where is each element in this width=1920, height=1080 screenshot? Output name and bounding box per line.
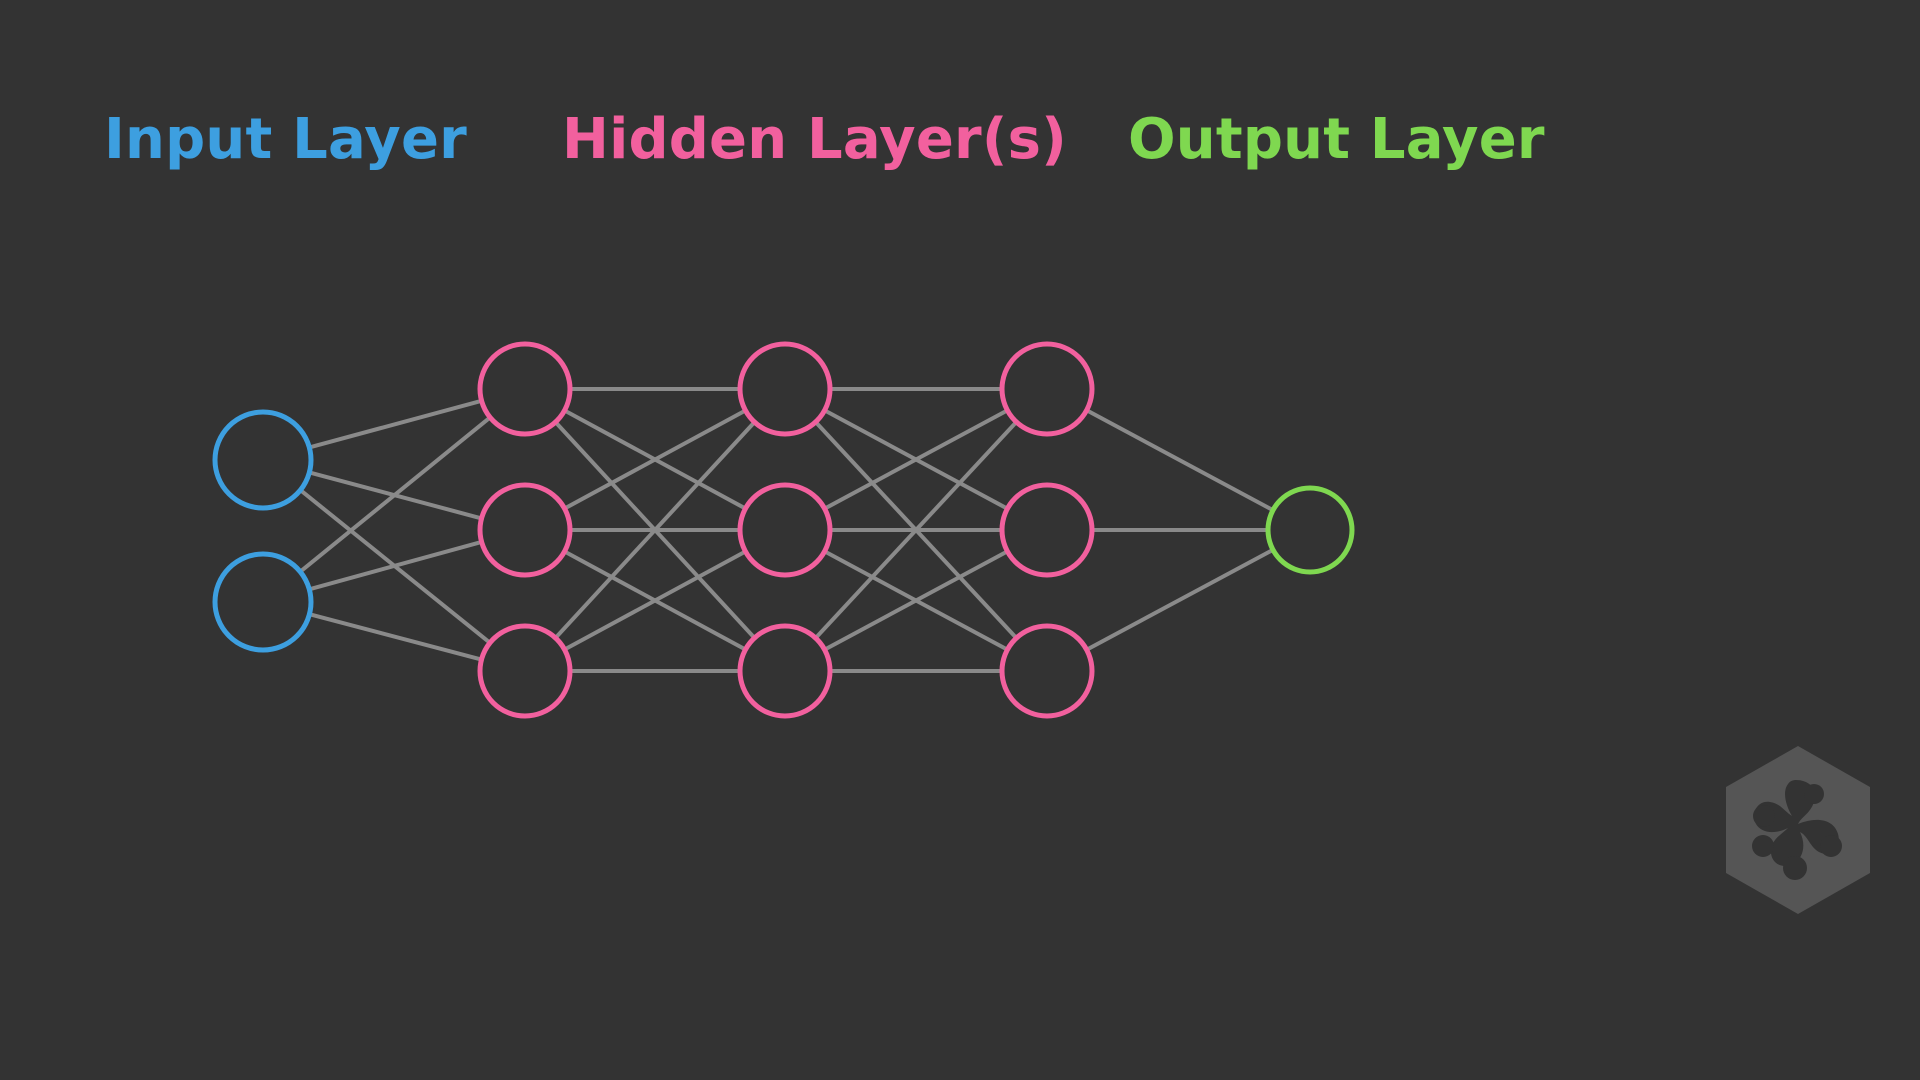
edge-group bbox=[298, 387, 1274, 673]
node-group bbox=[212, 341, 1355, 719]
connection-edge bbox=[814, 420, 1018, 640]
connection-edge bbox=[1085, 408, 1274, 512]
connection-edge bbox=[308, 612, 482, 662]
connection-edge bbox=[823, 549, 1009, 652]
neuron-node-h3c bbox=[999, 623, 1095, 719]
neuron-node-h2a bbox=[737, 341, 833, 437]
connection-edge bbox=[563, 408, 747, 511]
neuron-node-h2c bbox=[737, 623, 833, 719]
neuron-node-i2 bbox=[212, 551, 314, 653]
layer-label-output: Output Layer bbox=[1128, 107, 1545, 172]
connection-edge bbox=[298, 415, 492, 574]
neuron-node-h2b bbox=[737, 482, 833, 578]
neuron-node-h1a bbox=[477, 341, 573, 437]
neuron-node-i1 bbox=[212, 409, 314, 511]
neuron-node-o1 bbox=[1265, 485, 1355, 575]
layer-label-input: Input Layer bbox=[104, 107, 467, 172]
layer-label-hidden: Hidden Layer(s) bbox=[562, 107, 1067, 172]
neuron-node-h3b bbox=[999, 482, 1095, 578]
connection-edge bbox=[308, 398, 483, 450]
neuron-node-h1c bbox=[477, 623, 573, 719]
neuron-node-h1b bbox=[477, 482, 573, 578]
connection-edge bbox=[1085, 548, 1274, 652]
connection-edge bbox=[554, 420, 756, 640]
connection-edge bbox=[308, 539, 483, 592]
connection-edge bbox=[563, 549, 747, 652]
connection-edge bbox=[823, 408, 1009, 511]
neuron-node-h3a bbox=[999, 341, 1095, 437]
